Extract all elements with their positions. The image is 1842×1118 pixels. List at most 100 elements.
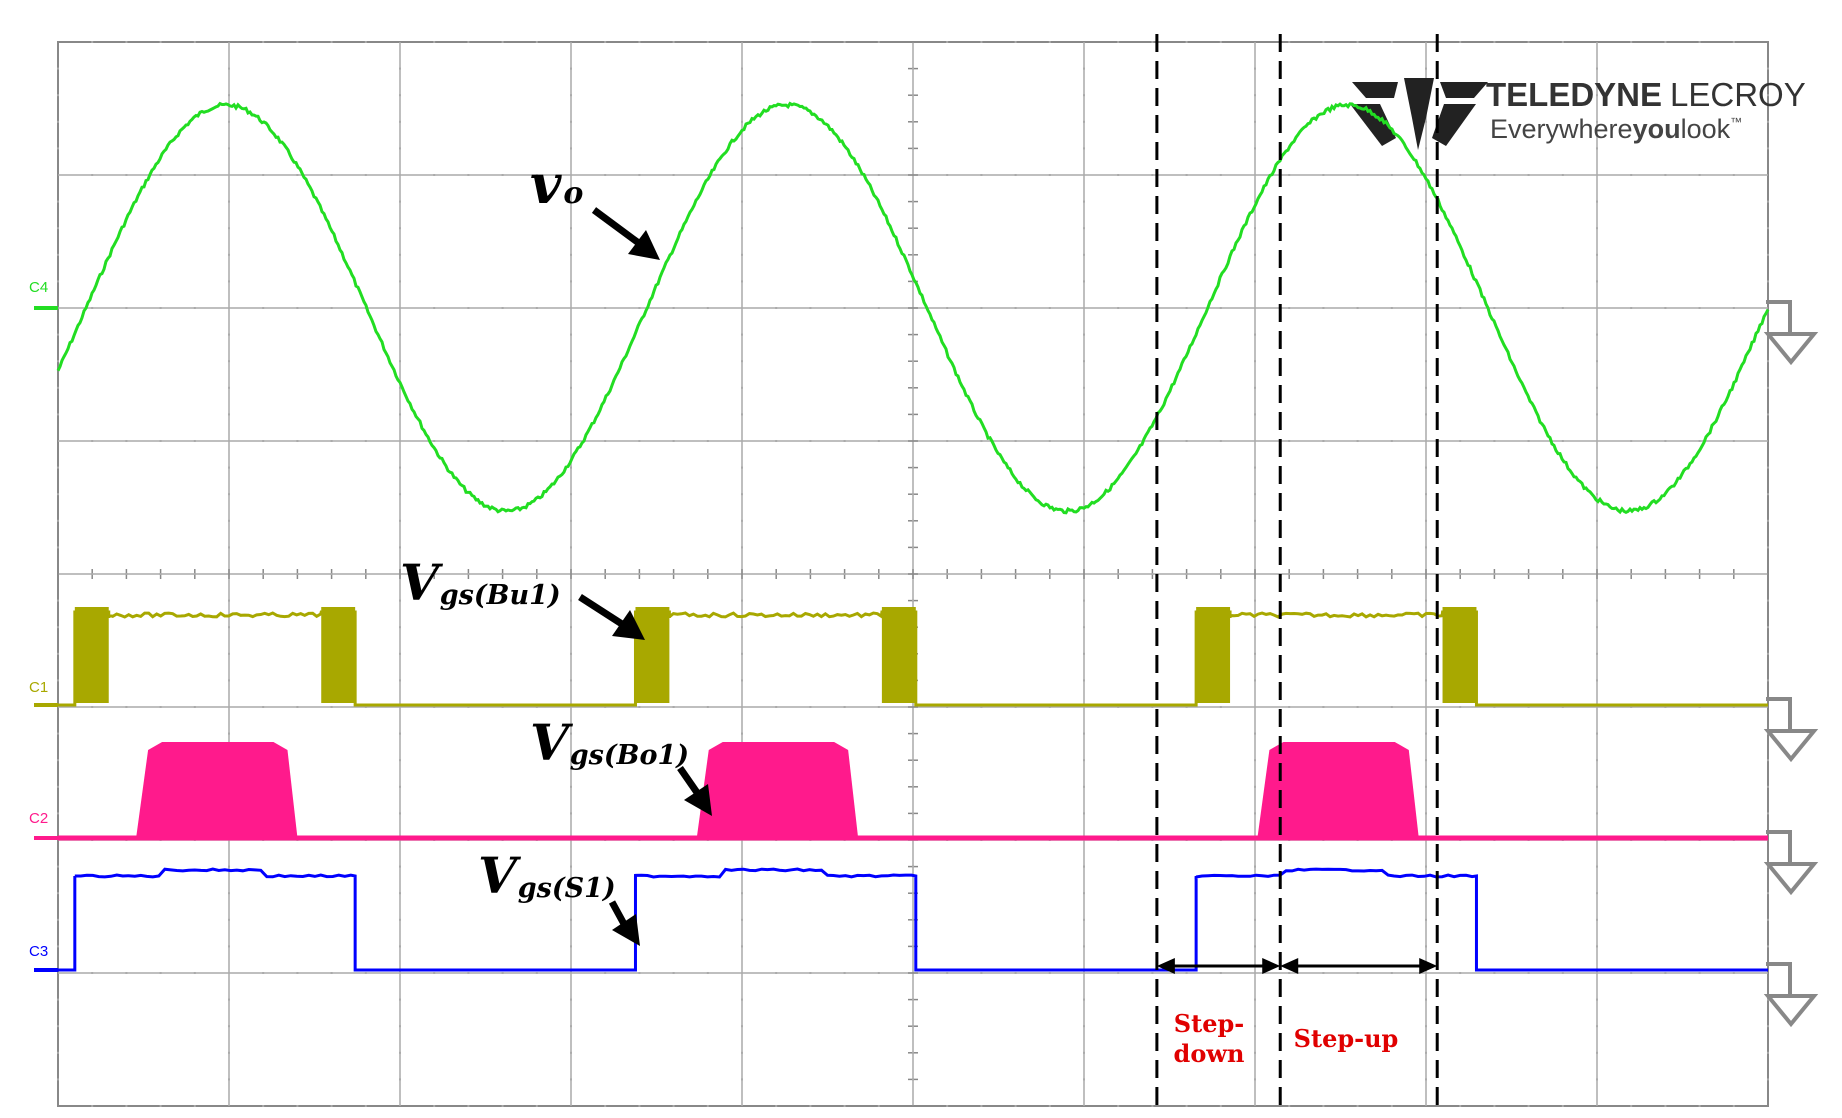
grid-dot xyxy=(604,1105,607,1107)
grid-dot xyxy=(57,413,59,416)
grid-dot xyxy=(741,732,743,735)
grid-dot xyxy=(1083,227,1085,230)
grid-dot xyxy=(604,972,607,974)
grid-dot xyxy=(91,440,94,442)
grid-dot xyxy=(1425,333,1427,336)
grid-dot xyxy=(1596,1025,1598,1028)
grid-dot xyxy=(399,147,401,150)
grid-dot xyxy=(91,174,94,176)
grid-dot xyxy=(1048,706,1051,708)
grid-dot xyxy=(1561,706,1564,708)
grid-dot xyxy=(1048,41,1051,43)
grid-dot xyxy=(159,706,162,708)
grid-dot xyxy=(1185,706,1188,708)
grid-dot xyxy=(467,706,470,708)
grid-dot xyxy=(228,652,230,655)
grid-dot xyxy=(1254,280,1256,283)
grid-dot xyxy=(1664,706,1667,708)
grid-dot xyxy=(262,573,265,575)
grid-dot xyxy=(1767,679,1769,682)
grid-dot xyxy=(1254,147,1256,150)
grid-dot xyxy=(1083,785,1085,788)
grid-dot xyxy=(1630,174,1633,176)
grid-dot xyxy=(570,865,572,868)
grid-dot xyxy=(1425,1025,1427,1028)
grid-dot xyxy=(570,67,572,70)
grid-dot xyxy=(330,41,333,43)
grid-dot xyxy=(125,174,128,176)
channel-label-c1: C1 xyxy=(29,679,48,696)
grid-dot xyxy=(1425,280,1427,283)
grid-dot xyxy=(1561,440,1564,442)
grid-dot xyxy=(570,360,572,363)
grid-dot xyxy=(1083,732,1085,735)
grid-dot xyxy=(501,307,504,309)
grid-dot xyxy=(1425,998,1427,1001)
grid-dot xyxy=(1425,918,1427,921)
grid-dot xyxy=(399,360,401,363)
grid-dot xyxy=(57,227,59,230)
grid-dot xyxy=(1014,307,1017,309)
grid-dot xyxy=(193,440,196,442)
grid-dot xyxy=(1596,227,1598,230)
grid-dot xyxy=(1254,200,1256,203)
grid-dot xyxy=(741,945,743,948)
grid-dot xyxy=(946,174,949,176)
grid-dot xyxy=(741,120,743,123)
grid-dot xyxy=(1390,41,1393,43)
grid-dot xyxy=(57,679,59,682)
grid-dot xyxy=(159,573,162,575)
grid-dot xyxy=(399,227,401,230)
grid-dot xyxy=(604,307,607,309)
grid-dot xyxy=(57,200,59,203)
grid-dot xyxy=(912,732,914,735)
grid-dot xyxy=(1425,386,1427,389)
grid-dot xyxy=(296,1105,299,1107)
grid-dot xyxy=(1596,546,1598,549)
grid-dot xyxy=(1630,573,1633,575)
grid-dot xyxy=(570,1078,572,1081)
grid-dot xyxy=(1390,573,1393,575)
grid-dot xyxy=(1083,759,1085,762)
grid-dot xyxy=(57,892,59,895)
grid-dot xyxy=(741,253,743,256)
grid-dot xyxy=(296,706,299,708)
grid-dot xyxy=(1322,174,1325,176)
grid-dot xyxy=(980,307,983,309)
grid-dot xyxy=(912,759,914,762)
grid-dot xyxy=(399,519,401,522)
grid-dot xyxy=(1254,386,1256,389)
grid-dot xyxy=(1151,440,1154,442)
grid-dot xyxy=(57,1025,59,1028)
grid-dot xyxy=(125,1105,128,1107)
grid-dot xyxy=(1425,360,1427,363)
grid-dot xyxy=(364,1105,367,1107)
grid-dot xyxy=(1083,998,1085,1001)
step-down-label-line1: Step- xyxy=(1174,1009,1244,1038)
grid-dot xyxy=(570,413,572,416)
grid-dot xyxy=(399,67,401,70)
grid-dot xyxy=(1254,1078,1256,1081)
grid-dot xyxy=(1083,546,1085,549)
grid-dot xyxy=(1527,174,1530,176)
grid-dot xyxy=(1459,174,1462,176)
grid-dot xyxy=(399,865,401,868)
grid-dot xyxy=(1254,360,1256,363)
grid-dot xyxy=(1596,493,1598,496)
grid-dot xyxy=(1596,519,1598,522)
grid-dot xyxy=(706,440,709,442)
grid-dot xyxy=(1219,440,1222,442)
grid-dot xyxy=(399,253,401,256)
grid-dot xyxy=(672,440,675,442)
grid-dot xyxy=(638,573,641,575)
grid-dot xyxy=(433,307,436,309)
grid-dot xyxy=(228,120,230,123)
grid-dot xyxy=(1048,440,1051,442)
grid-dot xyxy=(877,174,880,176)
grid-dot xyxy=(1493,174,1496,176)
grid-dot xyxy=(364,972,367,974)
grid-dot xyxy=(159,440,162,442)
grid-dot xyxy=(1356,706,1359,708)
ground-icon xyxy=(1763,862,1819,896)
